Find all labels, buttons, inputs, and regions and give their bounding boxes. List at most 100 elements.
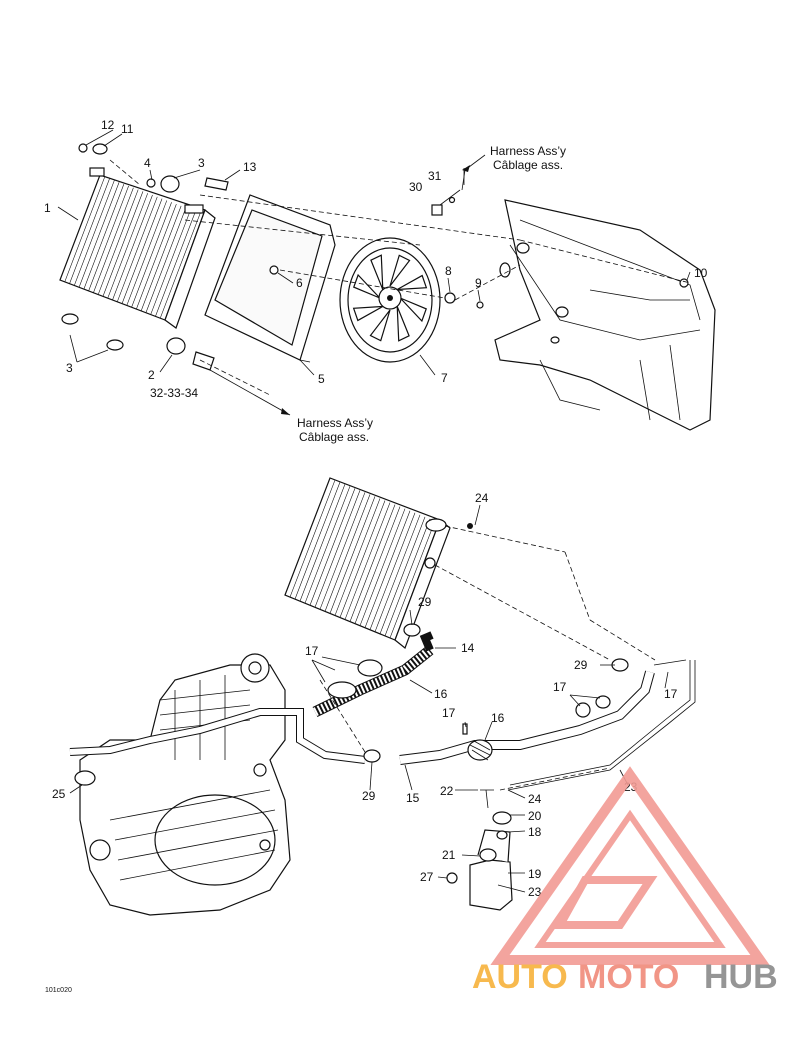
label-9: 9 xyxy=(475,276,482,290)
radiator-fin xyxy=(83,183,125,290)
radiator-fin xyxy=(97,189,139,295)
label-14: 14 xyxy=(461,641,475,655)
radiator-fin xyxy=(384,518,431,637)
label-13: 13 xyxy=(243,160,257,174)
label-32-33-34: 32-33-34 xyxy=(150,386,198,400)
radiator-fin xyxy=(140,205,182,312)
radiator-fin xyxy=(334,498,381,616)
fan-blade xyxy=(370,254,384,290)
label-1: 1 xyxy=(44,201,51,215)
radiator-fin xyxy=(304,486,351,604)
radiator-fin xyxy=(145,207,187,313)
label-17d: 17 xyxy=(664,687,678,701)
figure-reference: 101c020 xyxy=(45,987,72,994)
label-29b: 29 xyxy=(574,658,588,672)
harness-callout-mid: Harness Ass’y Câblage ass. xyxy=(297,416,373,444)
radiator-fin xyxy=(150,209,191,315)
harness-mid-line2: Câblage ass. xyxy=(299,430,369,444)
small-hardware-top xyxy=(61,143,689,371)
hoses xyxy=(69,631,696,791)
label-24b: 24 xyxy=(528,792,542,806)
label-30: 30 xyxy=(409,180,423,194)
radiator-fin xyxy=(369,512,416,630)
radiator-fin xyxy=(131,202,172,308)
label-12: 12 xyxy=(101,118,115,132)
harness-callout-top: Harness Ass’y Câblage ass. xyxy=(490,144,566,172)
label-10: 10 xyxy=(694,266,708,280)
radiator-fin xyxy=(74,180,115,286)
label-3b: 3 xyxy=(66,361,73,375)
watermark-auto: AUTO xyxy=(472,958,568,996)
radiator-fin xyxy=(69,178,110,284)
radiator-fin xyxy=(136,203,177,310)
radiator-fin xyxy=(374,514,421,632)
label-29a: 29 xyxy=(418,595,432,609)
label-25: 25 xyxy=(52,787,66,801)
harness-top-line2: Câblage ass. xyxy=(493,158,563,172)
radiator-fin xyxy=(121,198,163,304)
label-24a: 24 xyxy=(475,491,489,505)
label-16b: 16 xyxy=(491,711,505,725)
radiator-fin xyxy=(88,185,129,292)
radiator-fin xyxy=(126,200,168,306)
radiator-bottom xyxy=(284,477,451,649)
radiator-fin xyxy=(159,213,201,319)
radiator-fin xyxy=(349,504,396,622)
engine xyxy=(79,653,291,916)
label-15: 15 xyxy=(406,791,420,805)
radiator-fin xyxy=(359,508,406,626)
radiator-fin xyxy=(324,494,371,612)
radiator-fin xyxy=(112,194,153,301)
label-6: 6 xyxy=(296,276,303,290)
radiator-fin xyxy=(78,182,120,288)
fan-blade xyxy=(396,306,410,342)
fan-blade xyxy=(389,254,411,287)
radiator-fin xyxy=(294,481,341,600)
label-27: 27 xyxy=(420,870,434,884)
radiator-fin xyxy=(155,211,196,317)
radiator-fin xyxy=(102,191,144,297)
radiator-fin xyxy=(329,496,376,614)
label-17c: 17 xyxy=(553,680,567,694)
label-3a: 3 xyxy=(198,156,205,170)
radiator-fin xyxy=(116,196,158,302)
label-8: 8 xyxy=(445,264,452,278)
vehicle-frame xyxy=(494,199,716,431)
radiator-fin xyxy=(107,193,149,299)
label-21: 21 xyxy=(442,848,456,862)
radiator-fin xyxy=(289,479,336,598)
fan-blade xyxy=(399,297,427,323)
label-16a: 16 xyxy=(434,687,448,701)
small-hardware-bottom xyxy=(74,523,687,786)
label-23b: 23 xyxy=(528,885,542,899)
radiator-fin xyxy=(319,492,366,610)
fan-shroud xyxy=(204,194,336,363)
label-17a: 17 xyxy=(305,644,319,658)
fan-blade xyxy=(353,273,381,299)
radiator-fin xyxy=(354,506,401,624)
label-4: 4 xyxy=(144,156,151,170)
harness-mid-line1: Harness Ass’y xyxy=(297,416,373,430)
label-11: 11 xyxy=(121,122,134,136)
label-7: 7 xyxy=(441,371,448,385)
radiator-fin xyxy=(314,490,361,608)
cooling-fan xyxy=(339,237,441,363)
radiator-fin xyxy=(339,500,386,618)
label-19: 19 xyxy=(528,867,542,881)
label-22: 22 xyxy=(440,784,454,798)
watermark-moto: MOTO xyxy=(578,958,679,996)
watermark-hub: HUB xyxy=(704,958,778,996)
callout-labels: 1 2 3 3 4 5 6 7 8 9 10 11 12 13 30 31 32… xyxy=(44,118,708,899)
harness-top-line1: Harness Ass’y xyxy=(490,144,566,158)
fan-blade xyxy=(352,305,384,322)
watermark-logo: AUTO MOTO HUB xyxy=(472,766,778,996)
label-18: 18 xyxy=(528,825,542,839)
radiator-fin xyxy=(299,484,346,602)
leader-lines-top xyxy=(57,129,691,416)
label-2: 2 xyxy=(148,368,155,382)
fan-blade xyxy=(369,309,391,342)
label-5: 5 xyxy=(318,372,325,386)
radiator-top xyxy=(59,167,216,329)
coolant-reservoir xyxy=(446,789,513,911)
